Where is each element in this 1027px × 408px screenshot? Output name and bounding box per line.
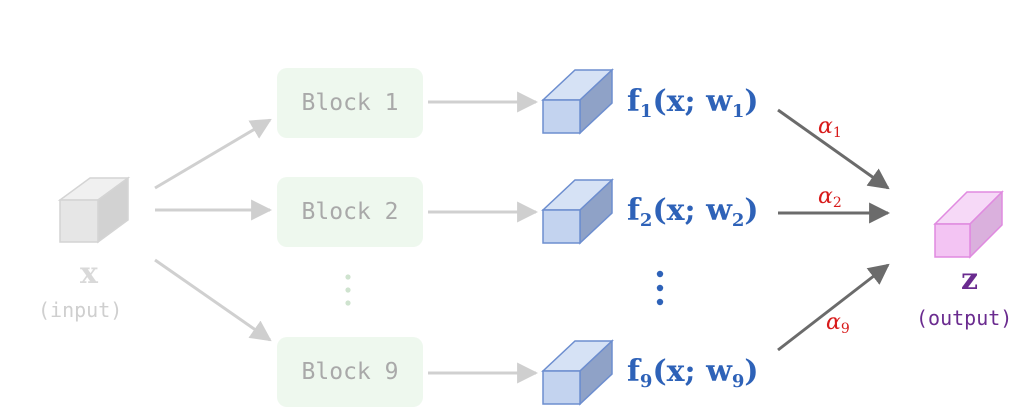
output-symbol: z: [961, 262, 979, 297]
output-cube: [933, 190, 1004, 259]
feature-cube-9: [541, 339, 614, 406]
block-2-label: Block 2: [301, 199, 399, 225]
input-symbol: x: [80, 256, 98, 291]
feature-cube-2: [541, 178, 614, 245]
block-9-label: Block 9: [301, 359, 399, 385]
block-9: Block 9: [277, 337, 423, 407]
feature-label-1: f1(x; w1): [627, 84, 759, 122]
arrow-input-block1: [154, 118, 272, 190]
block-2: Block 2: [277, 177, 423, 247]
alpha-1: α1: [818, 114, 842, 141]
feature-cube-1: [541, 68, 614, 135]
block-1-label: Block 1: [301, 90, 399, 116]
alpha-2: α2: [818, 184, 842, 211]
feature-ellipsis-dots: [656, 270, 664, 306]
arrow-feature9-output: [777, 263, 890, 352]
alpha-9: α9: [826, 310, 850, 337]
feature-label-2: f2(x; w2): [627, 193, 759, 231]
arrow-feature1-output: [777, 108, 890, 190]
input-caption: (input): [38, 298, 123, 322]
input-cube: [57, 176, 131, 244]
arrow-input-block9: [154, 258, 272, 342]
block-ellipsis-dots: [345, 274, 351, 306]
output-caption: (output): [916, 306, 1013, 330]
feature-label-9: f9(x; w9): [627, 354, 759, 392]
block-1: Block 1: [277, 68, 423, 138]
